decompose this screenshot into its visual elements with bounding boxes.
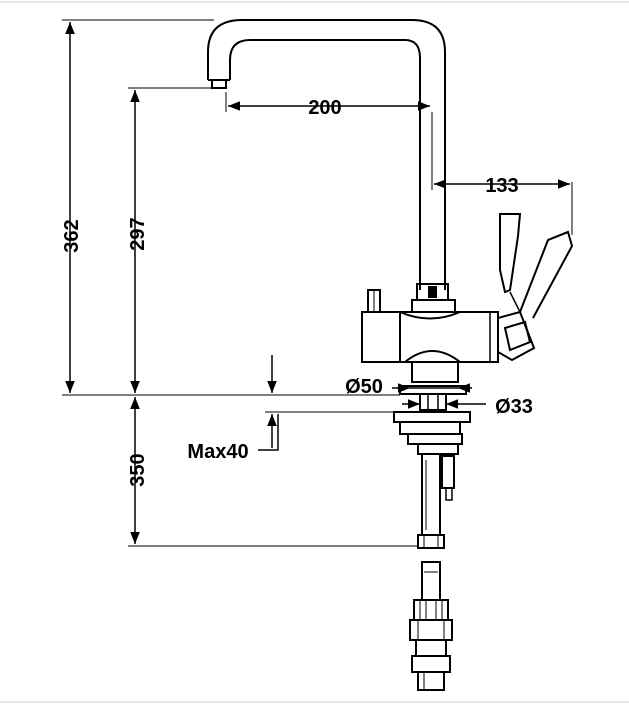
hose-connector	[409, 561, 453, 691]
dim-label-spout-reach: 200	[308, 97, 341, 119]
dim-label-total-height: 362	[61, 219, 83, 252]
dim-label-hole-diameter: Ø33	[495, 396, 533, 418]
dim-label-base-diameter: Ø50	[345, 376, 383, 398]
dim-label-max-counter-thickness: Max40	[187, 441, 248, 463]
dim-label-supply-length: 350	[127, 453, 149, 486]
extension-lines	[62, 19, 573, 547]
max40-leader	[258, 414, 279, 451]
dim-label-handle-offset: 133	[485, 175, 518, 197]
dimension-lines	[65, 21, 570, 544]
dim-label-spout-height: 297	[127, 217, 149, 250]
faucet-body	[207, 19, 574, 549]
